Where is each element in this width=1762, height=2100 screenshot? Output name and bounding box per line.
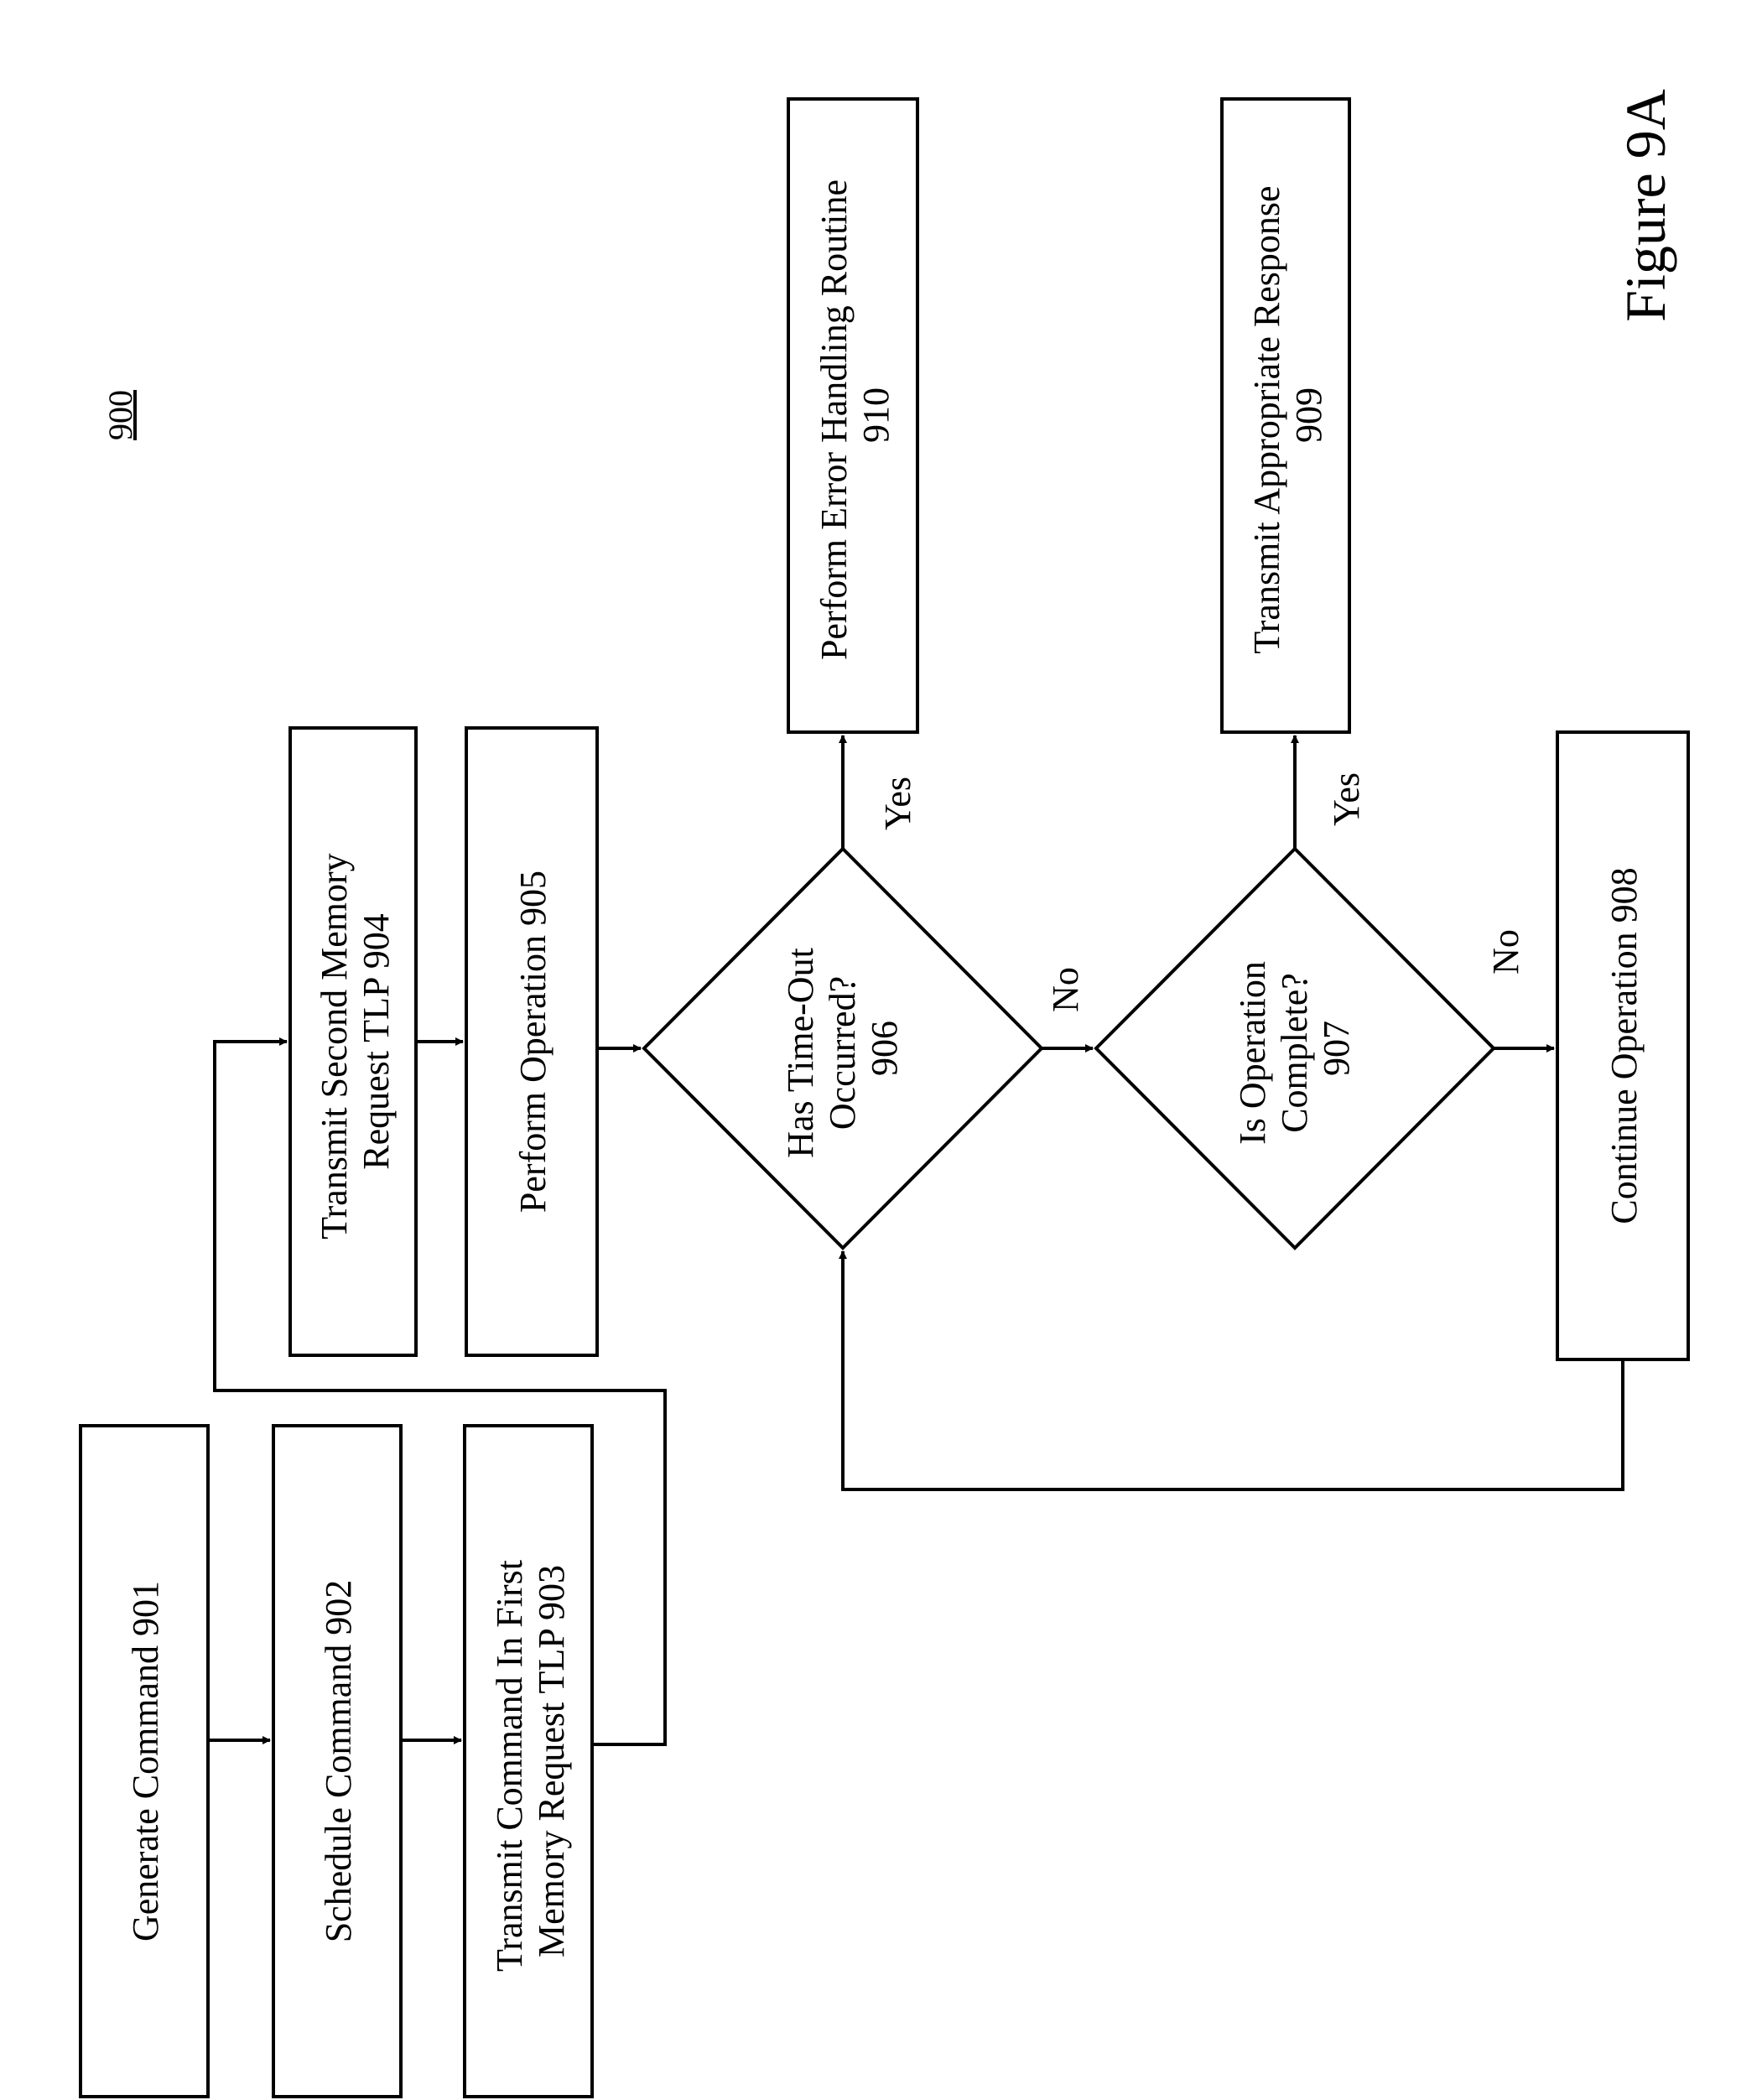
- label-907-yes: Yes: [1326, 772, 1367, 826]
- step-905-line-1: Perform Operation 905: [512, 871, 554, 1213]
- step-910-error-handling: Perform Error Handling Routine 910: [788, 99, 917, 732]
- step-902-line-1: Schedule Command 902: [318, 1580, 359, 1943]
- svg-text:Perform Operation 905: Perform Operation 905: [512, 871, 554, 1213]
- step-904-line-2: Request TLP 904: [356, 913, 397, 1170]
- label-907-no: No: [1485, 929, 1526, 975]
- svg-text:Schedule Command 902: Schedule Command 902: [318, 1580, 359, 1943]
- step-901-generate-command: Generate Command 901: [81, 1426, 208, 2097]
- decision-906-time-out: Has Time-Out Occurred? 906: [644, 849, 1042, 1248]
- step-908-continue-operation: Continue Operation 908: [1557, 732, 1688, 1359]
- figure-caption: Figure 9A: [1614, 89, 1677, 322]
- step-909-line-2: 909: [1288, 387, 1329, 443]
- decision-907-line-1: Is Operation: [1232, 961, 1273, 1145]
- svg-text:Generate Command 901: Generate Command 901: [125, 1581, 166, 1941]
- figure-ref-number: 900: [101, 390, 139, 440]
- label-906-no: No: [1045, 967, 1086, 1012]
- step-904-transmit-second-tlp: Transmit Second Memory Request TLP 904: [290, 728, 416, 1355]
- decision-906-line-2: Occurred?: [822, 976, 863, 1130]
- decision-906-line-1: Has Time-Out: [780, 948, 821, 1158]
- arrow-908-loop-to-906: [843, 1251, 1623, 1489]
- decision-907-line-3: 907: [1316, 1021, 1357, 1076]
- decision-907-line-2: Complete?: [1274, 973, 1315, 1133]
- decision-907-operation-complete: Is Operation Complete? 907: [1096, 849, 1494, 1248]
- decision-906-line-3: 906: [864, 1021, 905, 1076]
- svg-text:Continue Operation 908: Continue Operation 908: [1603, 867, 1645, 1224]
- step-903-line-1: Transmit Command In First: [489, 1560, 530, 1972]
- step-910-line-2: 910: [855, 387, 897, 443]
- step-909-transmit-response: Transmit Appropriate Response 909: [1222, 99, 1349, 732]
- step-903-line-2: Memory Request TLP 903: [531, 1565, 572, 1957]
- svg-text:Transmit Command In First: Transmit Command In First Memory Request…: [489, 1551, 572, 1972]
- step-908-line-1: Continue Operation 908: [1603, 867, 1645, 1224]
- step-903-transmit-first-tlp: Transmit Command In First Memory Request…: [465, 1426, 592, 2097]
- step-905-perform-operation: Perform Operation 905: [466, 728, 597, 1355]
- step-904-line-1: Transmit Second Memory: [314, 853, 355, 1239]
- step-901-line-1: Generate Command 901: [125, 1581, 166, 1941]
- label-906-yes: Yes: [877, 777, 918, 830]
- step-902-schedule-command: Schedule Command 902: [273, 1426, 401, 2097]
- step-909-line-1: Transmit Appropriate Response: [1246, 185, 1287, 653]
- step-910-line-1: Perform Error Handling Routine: [813, 179, 855, 660]
